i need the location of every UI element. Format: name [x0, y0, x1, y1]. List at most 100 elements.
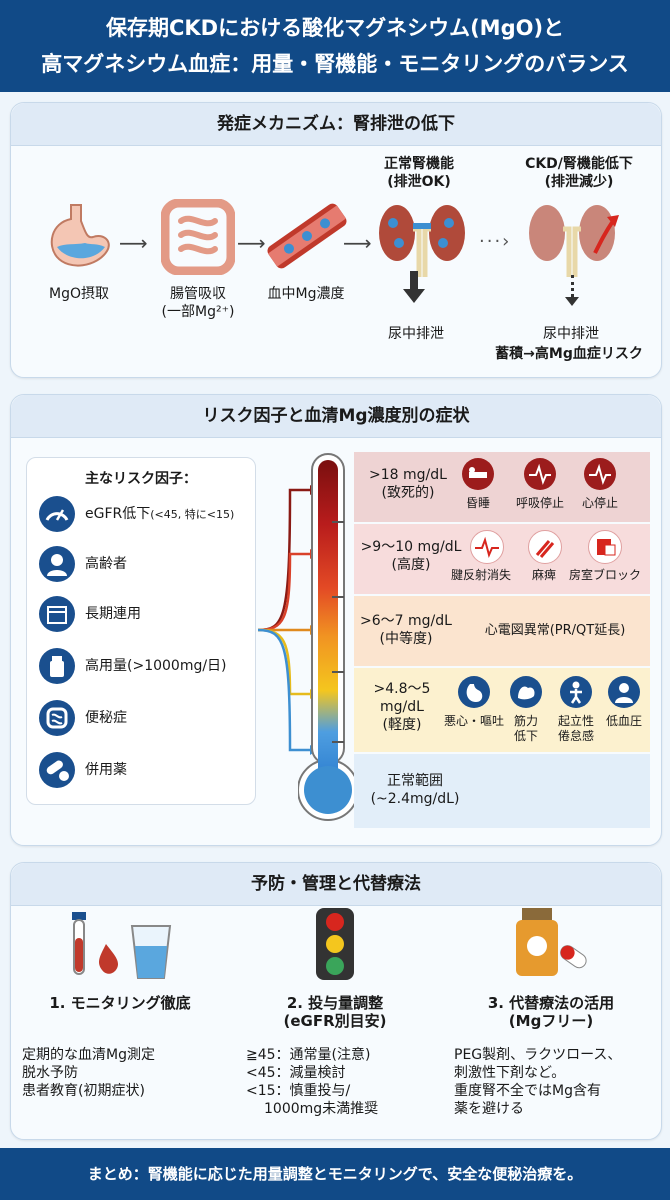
- mgmt-col2-body: ≧45：通常量(注意) <45：減量検討 <15：慎重投与/ 1000mg未満推…: [246, 1046, 436, 1118]
- pills-icon: [39, 752, 75, 788]
- arrow-right-icon: ⟶: [237, 231, 266, 255]
- mgmt-col1-line: 患者教育(初期症状): [22, 1083, 145, 1099]
- symptom-ecg-abnormality: 心電図異常(PR/QT延長): [484, 623, 626, 638]
- step-intake-label: MgO摂取: [49, 286, 109, 302]
- paralysis-icon: [528, 530, 562, 564]
- symptom-cardiac-arrest: 心停止: [581, 496, 618, 510]
- mechanism-title: 発症メカニズム：腎排泄の低下: [11, 103, 661, 146]
- level-band-lethal: >18 mg/dL (致死的) 昏睡 呼吸停止 心停止: [354, 452, 650, 522]
- mgmt-col3-line: PEG製剤、ラクツロース、: [454, 1047, 622, 1063]
- elderly-icon: [39, 546, 75, 582]
- level-mild-range: >4.8〜5 mg/dL (軽度): [358, 680, 446, 734]
- risk-title: リスク因子と血清Mg濃度別の症状: [11, 395, 661, 438]
- symptom-orthostatic-fatigue: 起立性 倦怠感: [557, 714, 594, 743]
- level-moderate-range: >6〜7 mg/dL (中等度): [356, 612, 456, 648]
- ckd-kidney-line1: CKD/腎機能低下: [525, 156, 633, 172]
- reduced-excretion-arrow-icon: [571, 275, 576, 297]
- level-normal-label: 正常範囲: [387, 773, 443, 789]
- level-lethal-value: >18 mg/dL: [369, 467, 447, 483]
- level-normal-range: 正常範囲 (~2.4mg/dL): [360, 772, 470, 808]
- level-moderate-value: >6〜7 mg/dL: [360, 613, 452, 629]
- risk-factor-egfr-label: eGFR低下: [85, 506, 151, 522]
- thermometer-gauge: [298, 453, 358, 821]
- level-mild-value: >4.8〜5: [373, 681, 431, 697]
- symptom-nausea: 悪心・嘔吐: [443, 714, 504, 728]
- ckd-urine-label: 尿中排泄: [543, 326, 599, 342]
- mgmt-col1-line: 脱水予防: [22, 1065, 78, 1081]
- step-absorb-line2: (一部Mg²⁺): [161, 304, 235, 320]
- mgmt-col2-heading: 2. 投与量調整 (eGFR別目安): [240, 994, 430, 1030]
- mechanism-panel: 発症メカニズム：腎排泄の低下 MgO摂取 ⟶ 腸管吸収 (一部Mg²⁺) ⟶ 血…: [10, 102, 662, 378]
- cardiac-arrest-icon: [584, 458, 616, 490]
- level-lethal-range: >18 mg/dL (致死的): [358, 466, 458, 502]
- mgmt-col3-body: PEG製剤、ラクツロース、 刺激性下剤など。 重度腎不全ではMg含有 薬を避ける: [454, 1046, 654, 1118]
- step-absorb-label: 腸管吸収 (一部Mg²⁺): [141, 285, 255, 321]
- mgmt-col2-line: <15：慎重投与/: [246, 1083, 351, 1099]
- level-band-severe: >9〜10 mg/dL (高度) 腱反射消失 麻痺 房室ブロック: [354, 524, 650, 594]
- mgmt-col1-body: 定期的な血清Mg測定 脱水予防 患者教育(初期症状): [22, 1046, 222, 1100]
- level-lethal-severity: (致死的): [381, 485, 435, 501]
- mgmt-col1-line: 定期的な血清Mg測定: [22, 1047, 155, 1063]
- summary-footer: まとめ：腎機能に応じた用量調整とモニタリングで、安全な便秘治療を。: [0, 1148, 670, 1200]
- intestine-icon: [39, 700, 75, 736]
- nausea-icon: [458, 676, 490, 708]
- mgmt-col2-line: <45：減量検討: [246, 1065, 346, 1081]
- symptom-coma: 昏睡: [465, 496, 490, 510]
- normal-urine-label: 尿中排泄: [388, 326, 444, 342]
- risk-factor-concomitant-drugs: 併用薬: [85, 762, 127, 778]
- mgmt-col2-heading-line1: 2. 投与量調整: [286, 994, 384, 1012]
- symptom-av-block: 房室ブロック: [568, 568, 641, 582]
- traffic-light-icon: [316, 908, 354, 980]
- risk-factor-egfr-note: (<45, 特に<15): [150, 508, 235, 521]
- level-band-mild: >4.8〜5 mg/dL (軽度) 悪心・嘔吐 筋力 低下 起立性 倦怠感 低血…: [354, 668, 650, 752]
- muscle-weakness-icon: [510, 676, 542, 708]
- mgmt-col3-heading-line1: 3. 代替療法の活用: [487, 994, 615, 1012]
- normal-kidney-line2: (排泄OK): [387, 174, 451, 190]
- header-title-line2: 高マグネシウム血症：用量・腎機能・モニタリングのバランス: [41, 52, 629, 76]
- risk-factor-box: 主なリスク因子： eGFR低下(<45, 特に<15) 高齢者 長期連用 高用量…: [26, 457, 256, 805]
- risk-box-title: 主なリスク因子：: [85, 471, 197, 487]
- reflex-loss-icon: [470, 530, 504, 564]
- av-block-icon: [588, 530, 622, 564]
- risk-factor-elderly: 高齢者: [85, 556, 127, 572]
- ckd-risk-label: 蓄積→高Mg血症リスク: [495, 346, 643, 362]
- mgmt-col3-line: 薬を避ける: [454, 1101, 524, 1117]
- symptom-hypotension: 低血圧: [605, 714, 642, 728]
- normal-kidney-line1: 正常腎機能: [384, 156, 454, 172]
- blood-test-icon: [72, 912, 172, 979]
- mgmt-col2-line: ≧45：通常量(注意): [246, 1047, 371, 1063]
- risk-factor-high-dose: 高用量(>1000mg/日): [85, 658, 227, 674]
- level-band-normal: 正常範囲 (~2.4mg/dL): [354, 754, 650, 828]
- medicine-bottle-icon: [39, 648, 75, 684]
- mgmt-col2-line: 1000mg未満推奨: [264, 1101, 379, 1117]
- mgmt-col3-heading-line2: (Mgフリー): [508, 1012, 594, 1030]
- blood-vessel-icon: [267, 203, 347, 269]
- mgmt-col3-heading: 3. 代替療法の活用 (Mgフリー): [456, 994, 646, 1030]
- mgmt-col2-heading-line2: (eGFR別目安): [283, 1012, 387, 1030]
- management-title: 予防・管理と代替療法: [11, 863, 661, 906]
- orthostatic-fatigue-icon: [560, 676, 592, 708]
- mgmt-col3-line: 刺激性下剤など。: [454, 1065, 566, 1081]
- symptom-paralysis: 麻痺: [531, 568, 556, 582]
- ckd-kidney-title: CKD/腎機能低下 (排泄減少): [509, 155, 649, 191]
- normal-kidney-icon: [379, 205, 465, 277]
- level-mild-unit: mg/dL: [380, 699, 424, 715]
- step-absorb-line1: 腸管吸収: [170, 286, 226, 302]
- risk-factor-egfr: eGFR低下(<45, 特に<15): [85, 505, 234, 524]
- intestine-icon: [161, 199, 235, 275]
- calendar-icon: [39, 596, 75, 632]
- header-title-line1: 保存期CKDにおける酸化マグネシウム(MgO)と: [105, 16, 565, 40]
- alternative-medicine-icon: [516, 908, 587, 976]
- level-band-moderate: >6〜7 mg/dL (中等度) 心電図異常(PR/QT延長): [354, 596, 650, 666]
- risk-factor-constipation: 便秘症: [85, 710, 127, 726]
- step-blood-label: 血中Mg濃度: [267, 286, 345, 302]
- stomach-icon: [50, 204, 110, 267]
- hypotension-icon: [608, 676, 640, 708]
- level-moderate-severity: (中等度): [379, 631, 433, 647]
- level-normal-value: (~2.4mg/dL): [370, 791, 460, 807]
- level-mild-severity: (軽度): [382, 717, 422, 733]
- symptom-reflex-loss: 腱反射消失: [450, 568, 511, 582]
- risk-factor-long-term: 長期連用: [85, 606, 141, 622]
- mgmt-col3-line: 重度腎不全ではMg含有: [454, 1083, 601, 1099]
- level-severe-range: >9〜10 mg/dL (高度): [356, 538, 466, 574]
